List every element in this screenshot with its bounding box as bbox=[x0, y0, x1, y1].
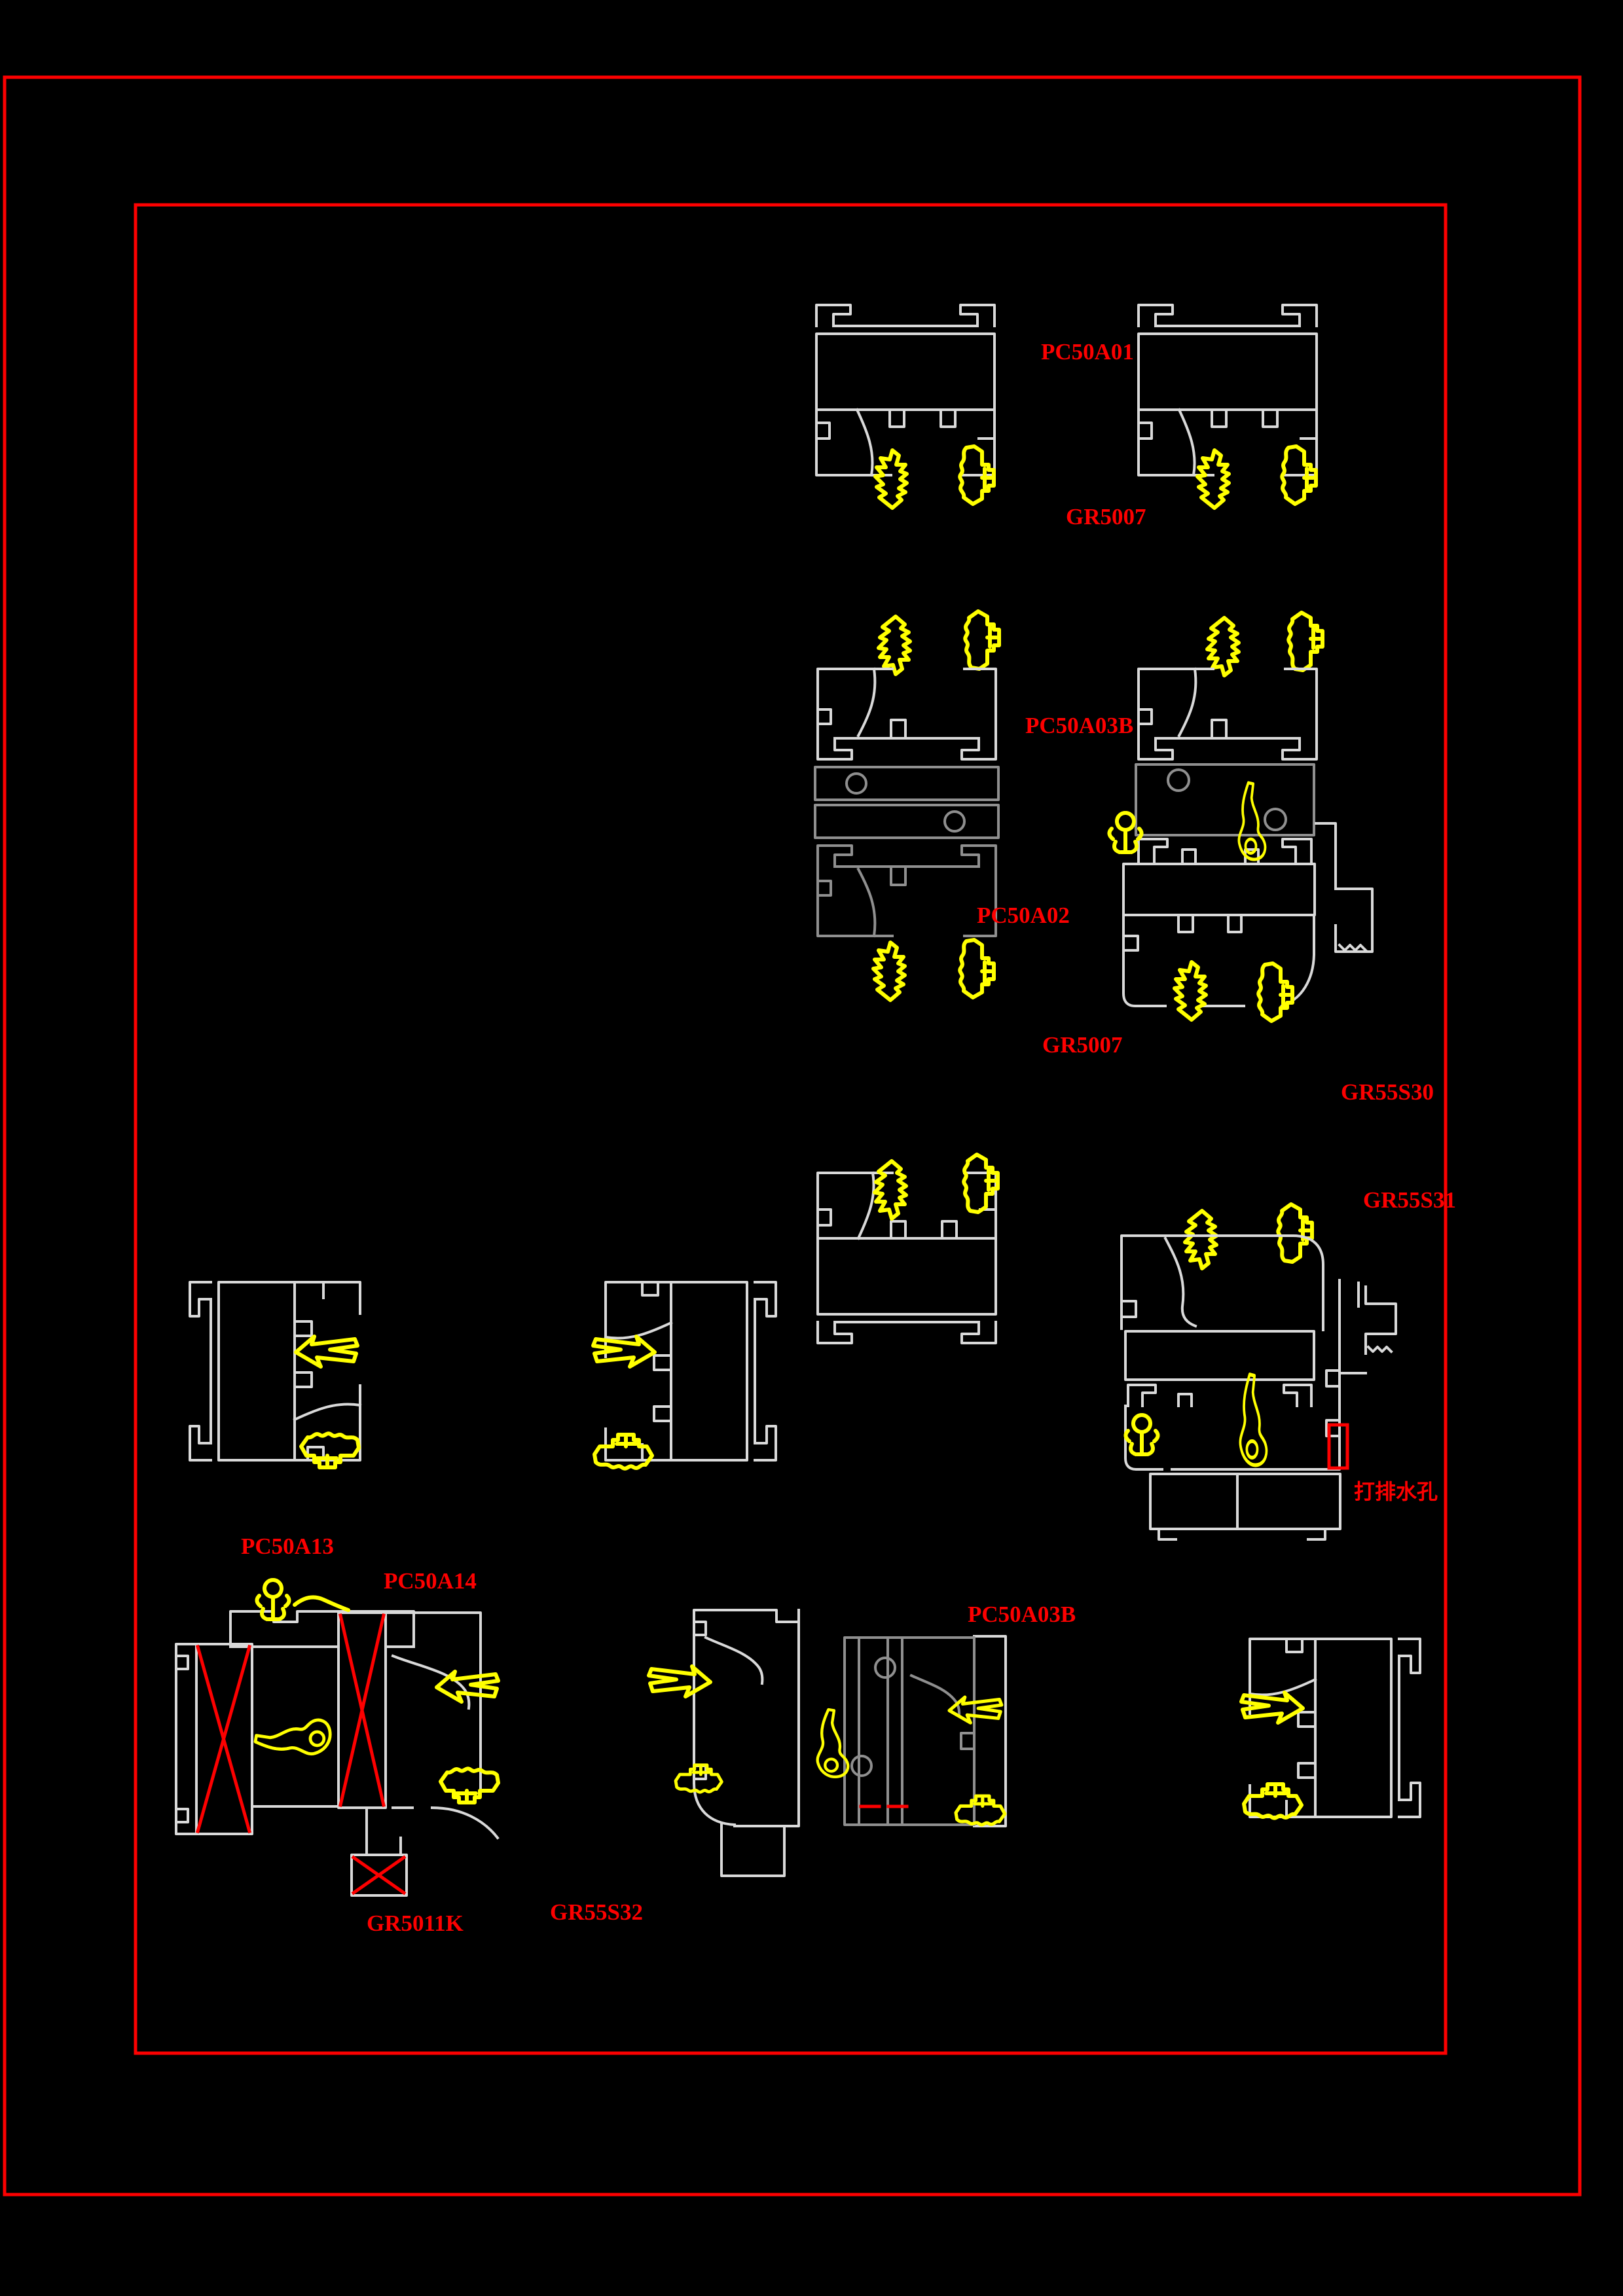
label-pc50a03b-mid: PC50A03B bbox=[1025, 713, 1133, 738]
label-gr5011k: GR5011K bbox=[367, 1910, 464, 1936]
label-pc50a14: PC50A14 bbox=[384, 1568, 477, 1594]
label-pc50a01: PC50A01 bbox=[1041, 339, 1134, 365]
profile-head-right bbox=[1137, 304, 1318, 508]
label-gr5007-top: GR5007 bbox=[1066, 504, 1146, 529]
profile-jamb-mid bbox=[593, 1281, 777, 1469]
drain-hole-marker bbox=[1327, 1423, 1349, 1470]
label-gr5007-mid: GR5007 bbox=[1042, 1032, 1123, 1058]
profile-sill-gr55s31 bbox=[1120, 1204, 1397, 1541]
profile-mullion-stack bbox=[814, 611, 999, 1000]
label-gr55s30: GR55S30 bbox=[1341, 1079, 1434, 1105]
profile-jamb-left bbox=[189, 1281, 361, 1467]
label-drain-note: 打排水孔 bbox=[1354, 1480, 1438, 1503]
profile-head-inverted bbox=[816, 1155, 998, 1344]
outer-border bbox=[3, 75, 1582, 2197]
profile-jamb-right bbox=[1241, 1638, 1421, 1818]
profile-sill-gr55s30 bbox=[1109, 613, 1374, 1021]
profile-head-left bbox=[815, 304, 996, 508]
label-gr55s31: GR55S31 bbox=[1363, 1187, 1456, 1213]
inner-border bbox=[134, 203, 1448, 2055]
label-pc50a02: PC50A02 bbox=[977, 903, 1070, 928]
label-pc50a13: PC50A13 bbox=[241, 1534, 334, 1559]
label-gr55s32: GR55S32 bbox=[550, 1899, 643, 1925]
profile-sill-gr55s32 bbox=[649, 1609, 1007, 1877]
label-pc50a03b-bottom: PC50A03B bbox=[968, 1602, 1076, 1627]
profile-corner-gr5011k bbox=[175, 1580, 498, 1897]
